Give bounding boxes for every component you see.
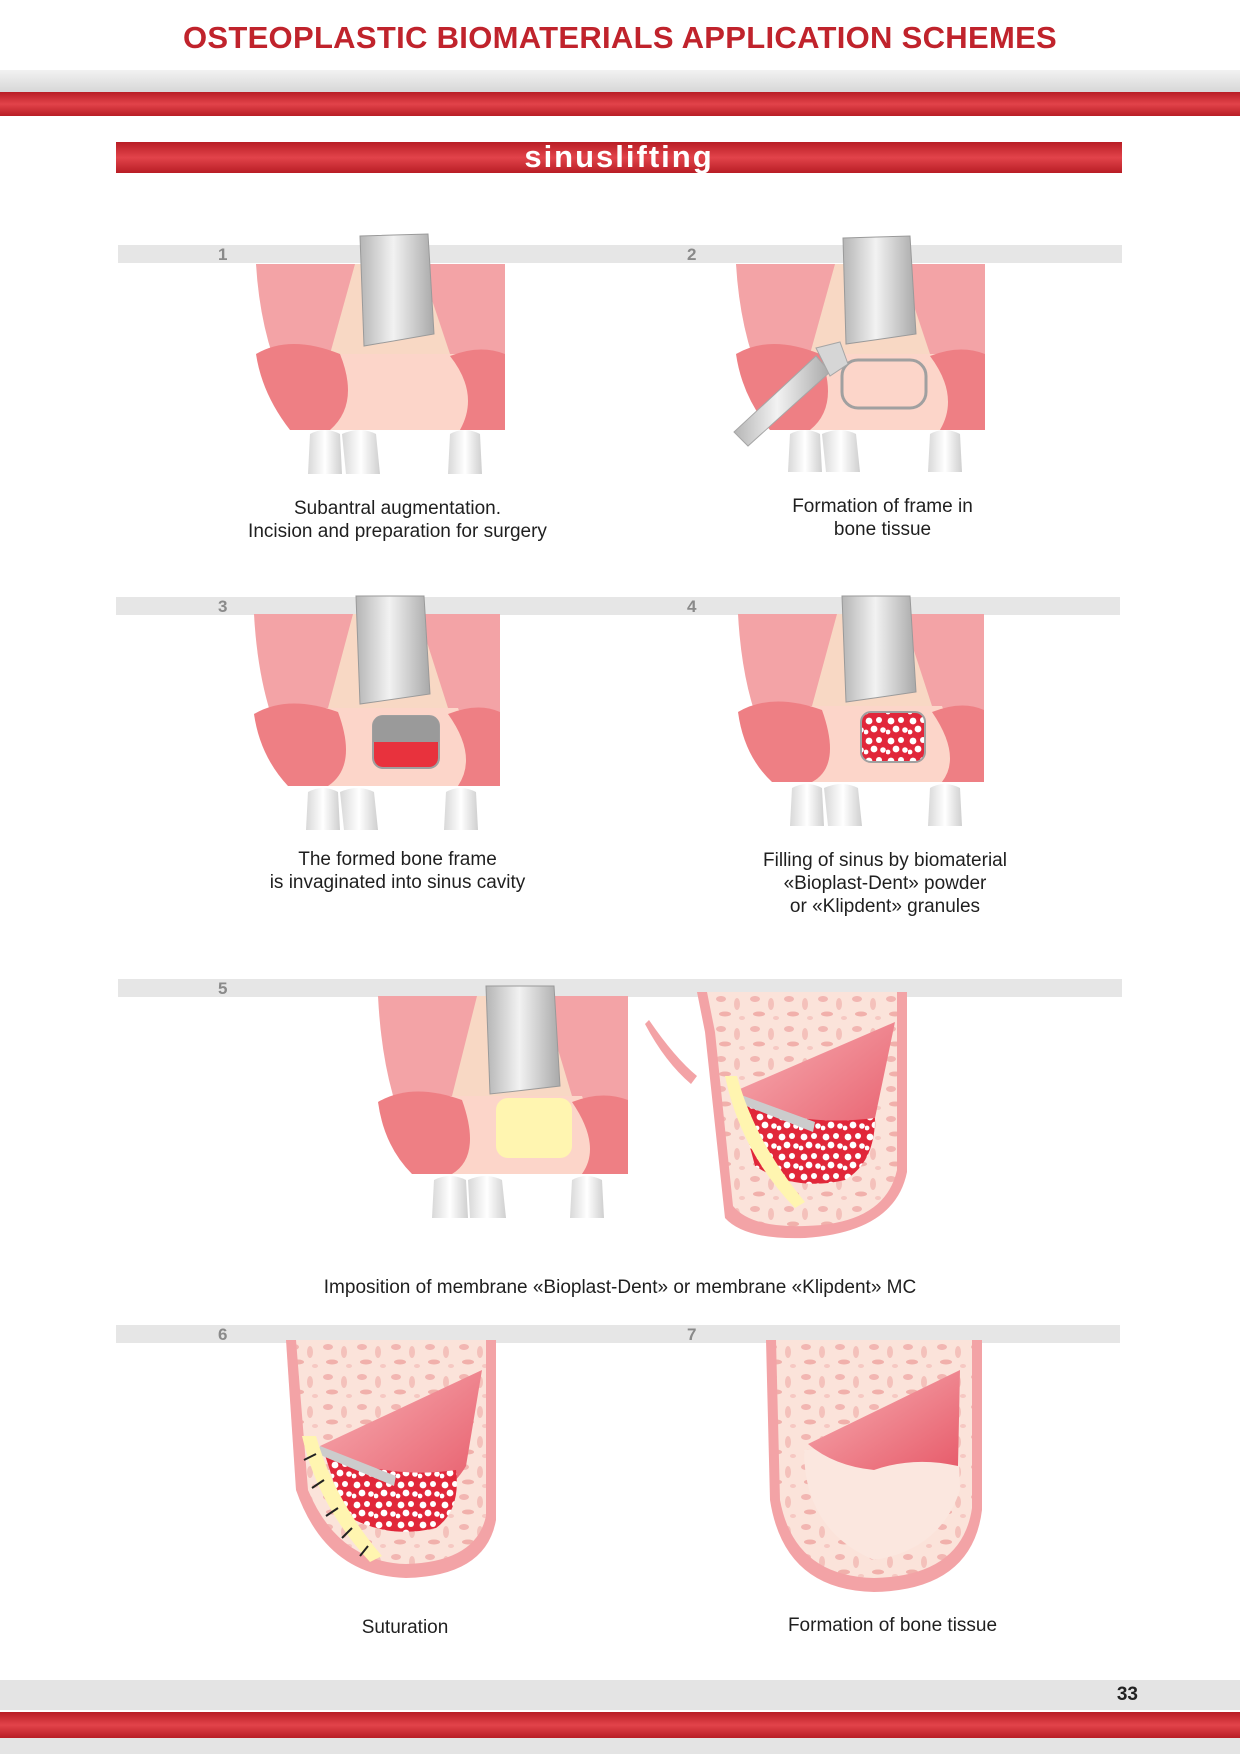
footer-stripes xyxy=(0,1680,1240,1754)
section-title: sinuslifting xyxy=(524,139,714,174)
step-number-6: 6 xyxy=(218,1325,228,1344)
figure-step-6 xyxy=(286,1340,496,1578)
figure-step-5-front xyxy=(378,985,628,1218)
figure-step-3 xyxy=(254,595,500,830)
caption-step-4: Filling of sinus by biomaterial «Bioplas… xyxy=(695,849,1075,918)
step-number-1: 1 xyxy=(218,245,228,264)
caption-step-2: Formation of frame in bone tissue xyxy=(700,495,1065,541)
page-number: 33 xyxy=(1116,1684,1138,1705)
section-band xyxy=(116,142,1122,173)
header-stripes xyxy=(0,70,1240,116)
figure-step-4 xyxy=(738,595,984,826)
caption-step-3: The formed bone frame is invaginated int… xyxy=(210,848,585,894)
caption-line: «Bioplast-Dent» powder xyxy=(783,873,987,894)
step-number-4: 4 xyxy=(687,597,697,616)
step-number-2: 2 xyxy=(687,245,697,264)
caption-line: bone tissue xyxy=(833,519,932,540)
step-number-7: 7 xyxy=(687,1325,697,1344)
step-number-5: 5 xyxy=(218,979,228,998)
caption-line: Formation of frame in xyxy=(792,496,973,517)
caption-line: Incision and preparation for surgery xyxy=(248,521,547,542)
caption-step-5: Imposition of membrane «Bioplast-Dent» o… xyxy=(280,1276,960,1299)
caption-step-7: Formation of bone tissue xyxy=(750,1614,1035,1637)
caption-line: Formation of bone tissue xyxy=(787,1615,998,1636)
figure-step-1 xyxy=(256,233,505,474)
caption-line: The formed bone frame xyxy=(298,849,497,870)
caption-line: Suturation xyxy=(361,1617,449,1638)
caption-step-6: Suturation xyxy=(230,1616,580,1639)
page-title: OSTEOPLASTIC BIOMATERIALS APPLICATION SC… xyxy=(182,20,1058,55)
caption-step-1: Subantral augmentation. Incision and pre… xyxy=(180,497,615,543)
figure-step-7 xyxy=(766,1340,982,1592)
step-number-3: 3 xyxy=(218,597,228,616)
figure-step-5-section xyxy=(645,992,907,1239)
caption-line: is invaginated into sinus cavity xyxy=(269,872,526,893)
caption-line: Imposition of membrane «Bioplast-Dent» o… xyxy=(323,1277,917,1298)
caption-line: Subantral augmentation. xyxy=(293,498,502,519)
step-bar-row-4 xyxy=(116,1325,1120,1343)
caption-line: or «Klipdent» granules xyxy=(789,896,981,917)
figure-step-2 xyxy=(733,235,985,472)
caption-line: Filling of sinus by biomaterial xyxy=(763,850,1007,871)
